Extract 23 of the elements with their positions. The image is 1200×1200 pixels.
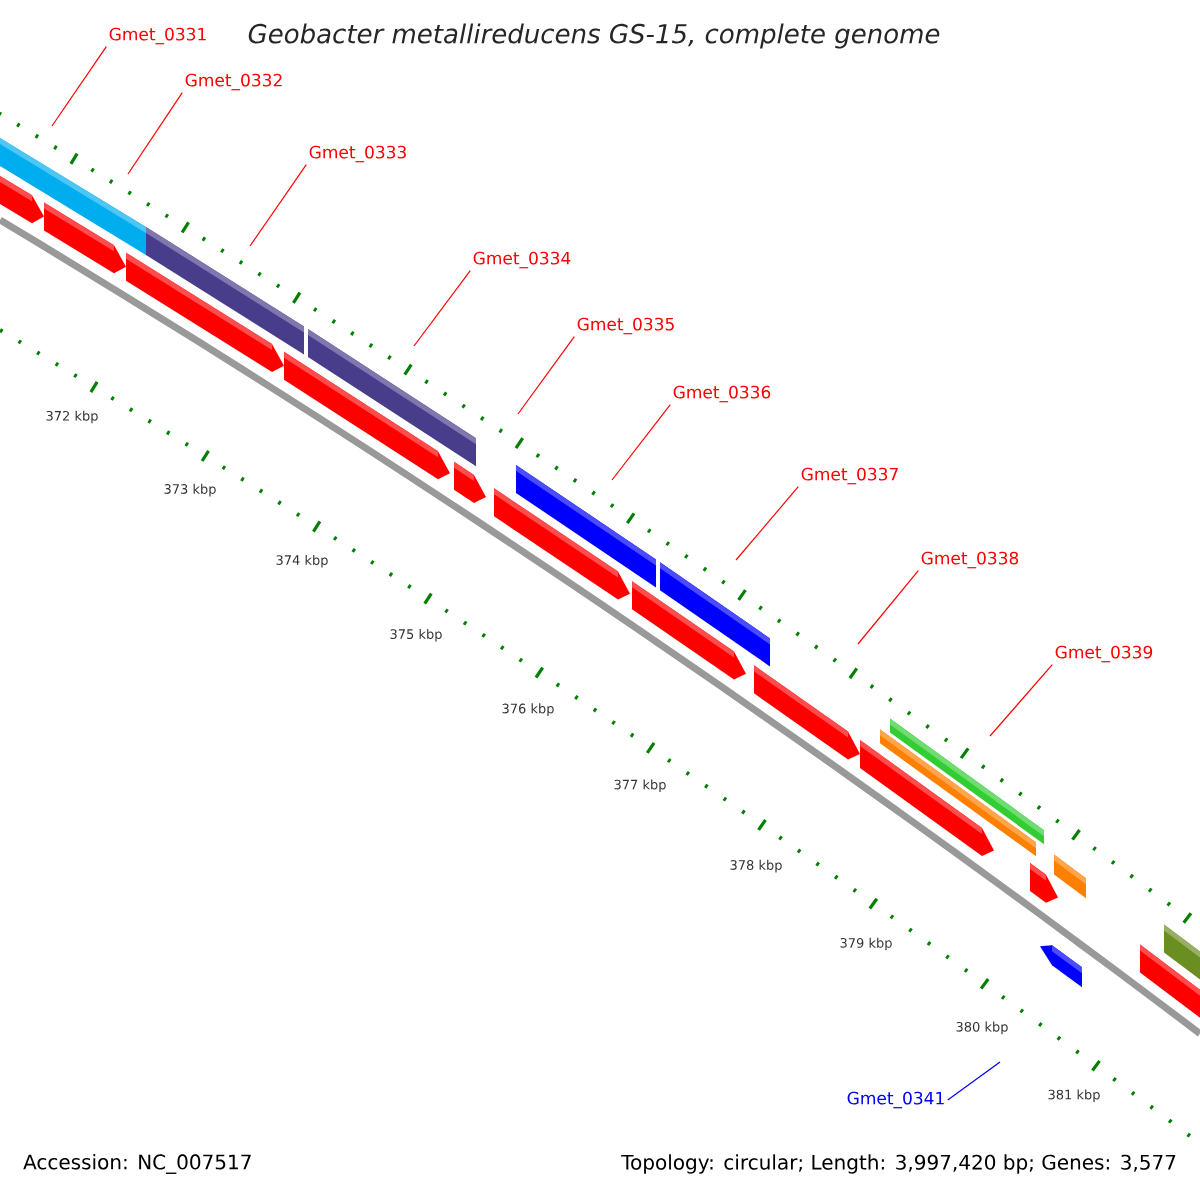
leader-line (989, 664, 1053, 737)
gene-label: Gmet_0335 (577, 317, 674, 335)
leader-line (517, 336, 575, 415)
title: Geobacter metallireducens GS-15, complete genome (248, 23, 940, 49)
gene-label: Gmet_0337 (801, 467, 898, 485)
gene-label: Gmet_0331 (109, 27, 206, 45)
leader-line (947, 1061, 1001, 1101)
gene-label: Gmet_0333 (309, 145, 406, 163)
leader-line (413, 270, 471, 347)
gene-label: Gmet_0338 (921, 551, 1019, 569)
gene-label: Gmet_0332 (185, 73, 282, 91)
gene-label: Gmet_0334 (473, 251, 571, 269)
leader-line (857, 570, 919, 645)
leader-line (735, 486, 799, 561)
footer-text: Topology: circular; Length: 3,997,420 bp; Genes: 3,577 (621, 1154, 1176, 1174)
gene-label: Gmet_0336 (673, 385, 771, 403)
leader-line (127, 92, 183, 175)
gene-label: Gmet_0341 (847, 1091, 944, 1109)
leader-line (51, 46, 107, 127)
leader-line (249, 164, 307, 247)
footer-text: Accession: NC_007517 (23, 1154, 251, 1174)
gene-label: Gmet_0339 (1055, 645, 1153, 663)
leader-line (611, 404, 671, 481)
